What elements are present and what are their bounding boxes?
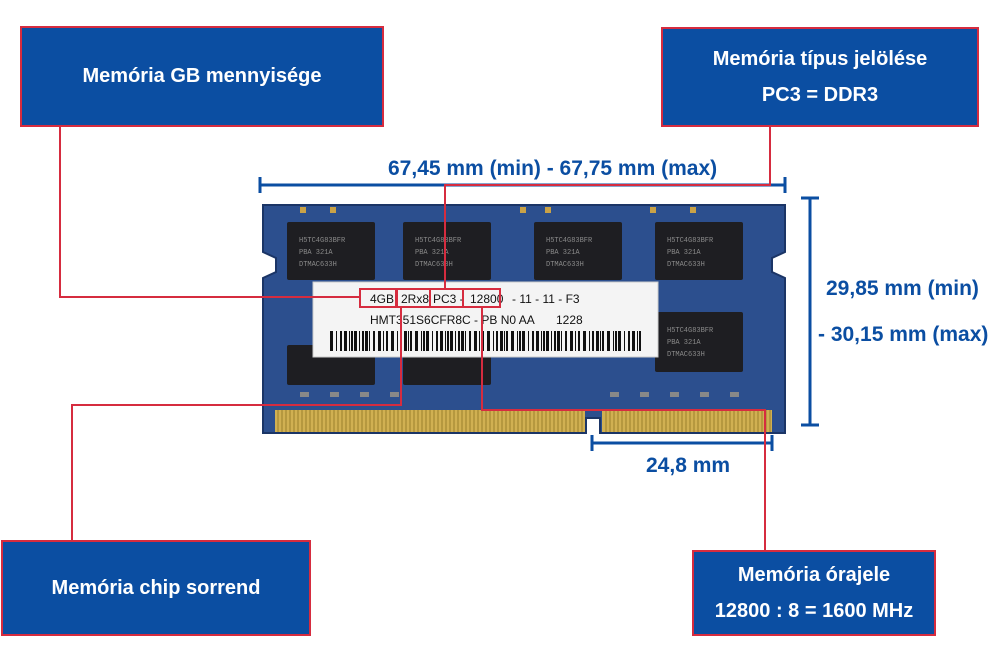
callout-clock-title: Memória órajele bbox=[737, 564, 891, 586]
chip-marking: H5TC4G83BFR bbox=[667, 237, 714, 245]
smd-components bbox=[300, 392, 739, 397]
height-min-label: 29,85 mm (min) bbox=[826, 277, 979, 300]
memory-chip: H5TC4G83BFR PBA 321A DTMAC633H bbox=[534, 222, 622, 280]
chip-marking: DTMAC633H bbox=[546, 261, 584, 269]
chip-marking: PBA 321A bbox=[667, 339, 701, 347]
callout-type-mark: Memória típus jelölése PC3 = DDR3 bbox=[661, 27, 979, 127]
chip-marking: H5TC4G83BFR bbox=[299, 237, 346, 245]
label-part-number: HMT351S6CFR8C - PB N0 AA bbox=[370, 313, 535, 327]
chip-marking: PBA 321A bbox=[299, 249, 333, 257]
width-dimension-label: 67,45 mm (min) - 67,75 mm (max) bbox=[388, 157, 718, 180]
chip-marking: PBA 321A bbox=[667, 249, 701, 257]
chip-marking: DTMAC633H bbox=[415, 261, 453, 269]
chip-marking: H5TC4G83BFR bbox=[546, 237, 593, 245]
chip-marking: PBA 321A bbox=[415, 249, 449, 257]
chip-marking: DTMAC633H bbox=[299, 261, 337, 269]
label-type: PC3 - bbox=[433, 292, 464, 306]
edge-connector-lines bbox=[277, 410, 771, 432]
callout-chip-order: Memória chip sorrend bbox=[1, 540, 311, 636]
leader-lines bbox=[59, 127, 771, 550]
callout-type-mark-title: Memória típus jelölése bbox=[712, 48, 928, 70]
callout-clock-detail: 12800 : 8 = 1600 MHz bbox=[714, 600, 914, 622]
memory-chip: H5TC4G83BFR PBA 321A DTMAC633H bbox=[287, 222, 375, 280]
callout-chip-order-text: Memória chip sorrend bbox=[51, 576, 261, 599]
chip-marking: H5TC4G83BFR bbox=[415, 237, 462, 245]
callout-gb-amount: Memória GB mennyisége bbox=[20, 26, 384, 127]
callout-gb-amount-text: Memória GB mennyisége bbox=[82, 65, 322, 87]
callout-clock: Memória órajele 12800 : 8 = 1600 MHz bbox=[692, 550, 936, 636]
label-ranks: 2Rx8 bbox=[401, 292, 429, 306]
label-capacity: 4GB bbox=[370, 292, 394, 306]
memory-chip: H5TC4G83BFR PBA 321A DTMAC633H bbox=[655, 312, 743, 372]
chip-marking: PBA 321A bbox=[546, 249, 580, 257]
module-label: 4GB 2Rx8 PC3 - 12800 - 11 - 11 - F3 HMT3… bbox=[312, 281, 659, 358]
memory-chip: H5TC4G83BFR PBA 321A DTMAC633H bbox=[655, 222, 743, 280]
chip-marking: H5TC4G83BFR bbox=[667, 327, 714, 335]
callout-type-mark-detail: PC3 = DDR3 bbox=[761, 84, 879, 106]
height-max-label: - 30,15 mm (max) bbox=[818, 323, 989, 346]
pcb-top-pads bbox=[300, 207, 696, 213]
chip-marking: DTMAC633H bbox=[667, 351, 705, 359]
label-timing: - 11 - 11 - F3 bbox=[512, 292, 580, 306]
label-speed: 12800 bbox=[470, 292, 504, 306]
notch-dimension-label: 24,8 mm bbox=[646, 454, 731, 477]
label-date-code: 1228 bbox=[556, 313, 583, 327]
memory-chip: H5TC4G83BFR PBA 321A DTMAC633H bbox=[403, 222, 491, 280]
memory-chips: H5TC4G83BFR PBA 321A DTMAC633H H5TC4G83BFR P… bbox=[287, 222, 743, 385]
chip-marking: DTMAC633H bbox=[667, 261, 705, 269]
